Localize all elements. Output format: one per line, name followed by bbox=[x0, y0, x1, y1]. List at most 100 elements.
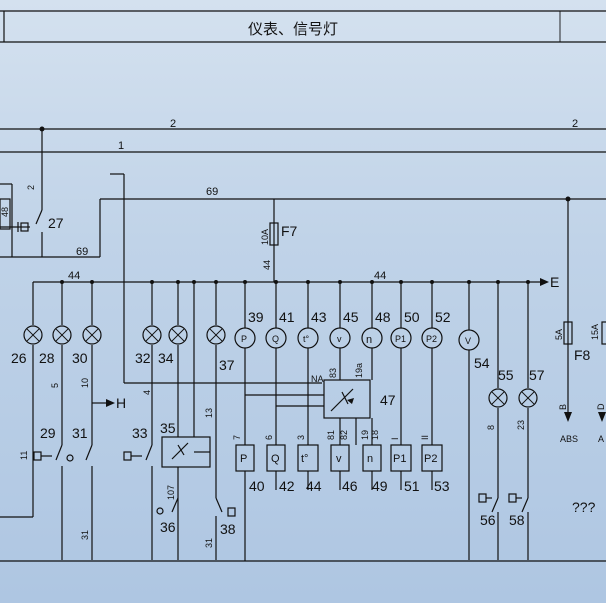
lamp-37-label: 37 bbox=[219, 357, 235, 373]
wire-label-44-left: 44 bbox=[68, 270, 80, 282]
sender-44-label: 44 bbox=[306, 478, 322, 494]
lamp-57-label: 57 bbox=[529, 367, 545, 383]
sender-p-symbol: P bbox=[240, 453, 247, 465]
switch-29-label: 29 bbox=[40, 425, 56, 441]
gauge-43-label: 43 bbox=[311, 309, 327, 325]
fuse-f8-abs: 5A F8 B ABS 15A D A bbox=[554, 199, 606, 444]
gauge-p1-symbol: P1 bbox=[395, 334, 406, 344]
sender-p1-symbol: P1 bbox=[393, 453, 406, 465]
switch-group: 11 29 31 31 33 36 38 31 56 5 bbox=[19, 425, 596, 560]
arrow-h-label: H bbox=[116, 395, 126, 411]
wire-label-8: 8 bbox=[486, 425, 496, 430]
wire-label-69-left: 69 bbox=[76, 246, 88, 258]
wire-label-10: 10 bbox=[80, 378, 90, 388]
gauge-p-symbol: P bbox=[241, 334, 247, 344]
wire-label-11: 11 bbox=[19, 451, 29, 460]
a-label: A bbox=[598, 434, 604, 444]
lamp-32-label: 32 bbox=[135, 350, 151, 366]
module-na-label: NA bbox=[311, 374, 324, 384]
relay-contact-label: 27 bbox=[48, 215, 64, 231]
sender-wire-19: 19 bbox=[360, 430, 370, 440]
lamp-34-label: 34 bbox=[158, 350, 174, 366]
gauge-52-label: 52 bbox=[435, 309, 451, 325]
wire-label-69: 69 bbox=[206, 186, 218, 198]
gauge-group: P 39 Q 41 t° 43 v 45 n 48 P1 50 P2 52 bbox=[234, 280, 490, 560]
sender-40-label: 40 bbox=[249, 478, 265, 494]
sender-46-label: 46 bbox=[342, 478, 358, 494]
switch-31-label: 31 bbox=[72, 425, 88, 441]
gauge-v-symbol: v bbox=[337, 334, 342, 344]
gauge-41-label: 41 bbox=[279, 309, 295, 325]
switch-56-label: 56 bbox=[480, 512, 496, 528]
title-bar: 仪表、信号灯 bbox=[0, 10, 606, 43]
fuse-f8-name: F8 bbox=[574, 347, 591, 363]
fuse-f7-rating: 10A bbox=[260, 229, 270, 245]
relay-coil-label: 48 bbox=[0, 207, 10, 217]
gauge-p2-symbol: P2 bbox=[426, 334, 437, 344]
module-35-label: 35 bbox=[160, 420, 176, 436]
sender-p2-symbol: P2 bbox=[424, 453, 437, 465]
sender-group: P 7 40 Q 6 42 t° 3 44 v 81 82 46 n 19 18… bbox=[232, 430, 450, 494]
gauge-50-label: 50 bbox=[404, 309, 420, 325]
switch-36-label: 36 bbox=[160, 519, 176, 535]
sender-wire-7: 7 bbox=[232, 435, 242, 440]
lamp-group: 26 28 5 30 10 H 32 34 37 13 bbox=[11, 280, 545, 498]
sender-49-label: 49 bbox=[372, 478, 388, 494]
lamp-55-label: 55 bbox=[498, 367, 514, 383]
sender-53-label: 53 bbox=[434, 478, 450, 494]
wire-label-44-fuse: 44 bbox=[262, 260, 272, 270]
sender-wire-3: 3 bbox=[296, 435, 306, 440]
gauge-48-label: 48 bbox=[375, 309, 391, 325]
sender-wire-81: 81 bbox=[326, 430, 336, 440]
lamp-28-label: 28 bbox=[39, 350, 55, 366]
abs-wire-label: B bbox=[558, 404, 568, 410]
fuse-15a-rating: 15A bbox=[590, 324, 600, 340]
relay: 2 48 27 69 bbox=[0, 129, 101, 258]
sender-51-label: 51 bbox=[404, 478, 420, 494]
fuse-f7: 10A F7 44 bbox=[260, 199, 298, 282]
wire-label-2: 2 bbox=[170, 118, 176, 130]
diagram-title: 仪表、信号灯 bbox=[248, 20, 338, 38]
fuse-f8-rating: 5A bbox=[554, 329, 564, 340]
electronic-module-47: NA 83 19a 47 bbox=[245, 363, 396, 445]
wire-label-2-vert: 2 bbox=[26, 185, 36, 190]
sender-n-symbol: n bbox=[367, 453, 373, 465]
sender-wire-i: I bbox=[390, 437, 400, 440]
unknown-label: ??? bbox=[572, 499, 596, 515]
wire-label-5: 5 bbox=[50, 383, 60, 388]
module-47-label: 47 bbox=[380, 392, 396, 408]
sender-42-label: 42 bbox=[279, 478, 295, 494]
switch-38-label: 38 bbox=[220, 521, 236, 537]
switch-58-label: 58 bbox=[509, 512, 525, 528]
module-35: 35 107 bbox=[160, 280, 211, 560]
sender-v-symbol: v bbox=[336, 453, 342, 465]
sender-wire-18: 18 bbox=[370, 430, 380, 440]
fuse-f7-name: F7 bbox=[281, 223, 298, 239]
sender-wire-82: 82 bbox=[339, 430, 349, 440]
gauge-q-symbol: Q bbox=[272, 334, 279, 344]
module-wire-83: 83 bbox=[328, 368, 338, 378]
d-wire-label: D bbox=[596, 403, 606, 410]
gauge-volt-symbol: V bbox=[465, 336, 471, 346]
wire-label-1: 1 bbox=[118, 140, 124, 152]
gauge-t-symbol: t° bbox=[303, 334, 310, 344]
wire-label-31a: 31 bbox=[80, 530, 90, 540]
lamp-30-label: 30 bbox=[72, 350, 88, 366]
sender-wire-6: 6 bbox=[264, 435, 274, 440]
sender-q-symbol: Q bbox=[271, 453, 280, 465]
wire-label-31b: 31 bbox=[204, 538, 214, 548]
wire-label-44-right: 44 bbox=[374, 270, 386, 282]
lamp-26-label: 26 bbox=[11, 350, 27, 366]
module-wire-19a: 19a bbox=[354, 363, 364, 378]
wire-label-23: 23 bbox=[516, 420, 526, 430]
gauge-54-label: 54 bbox=[474, 355, 490, 371]
gauge-45-label: 45 bbox=[343, 309, 359, 325]
sender-t-symbol: t° bbox=[301, 453, 308, 465]
arrow-e-label: E bbox=[550, 274, 559, 290]
wire-label-4: 4 bbox=[142, 390, 152, 395]
abs-label: ABS bbox=[560, 434, 578, 444]
gauge-n-symbol: n bbox=[366, 334, 372, 346]
sender-wire-ii: II bbox=[420, 435, 430, 440]
